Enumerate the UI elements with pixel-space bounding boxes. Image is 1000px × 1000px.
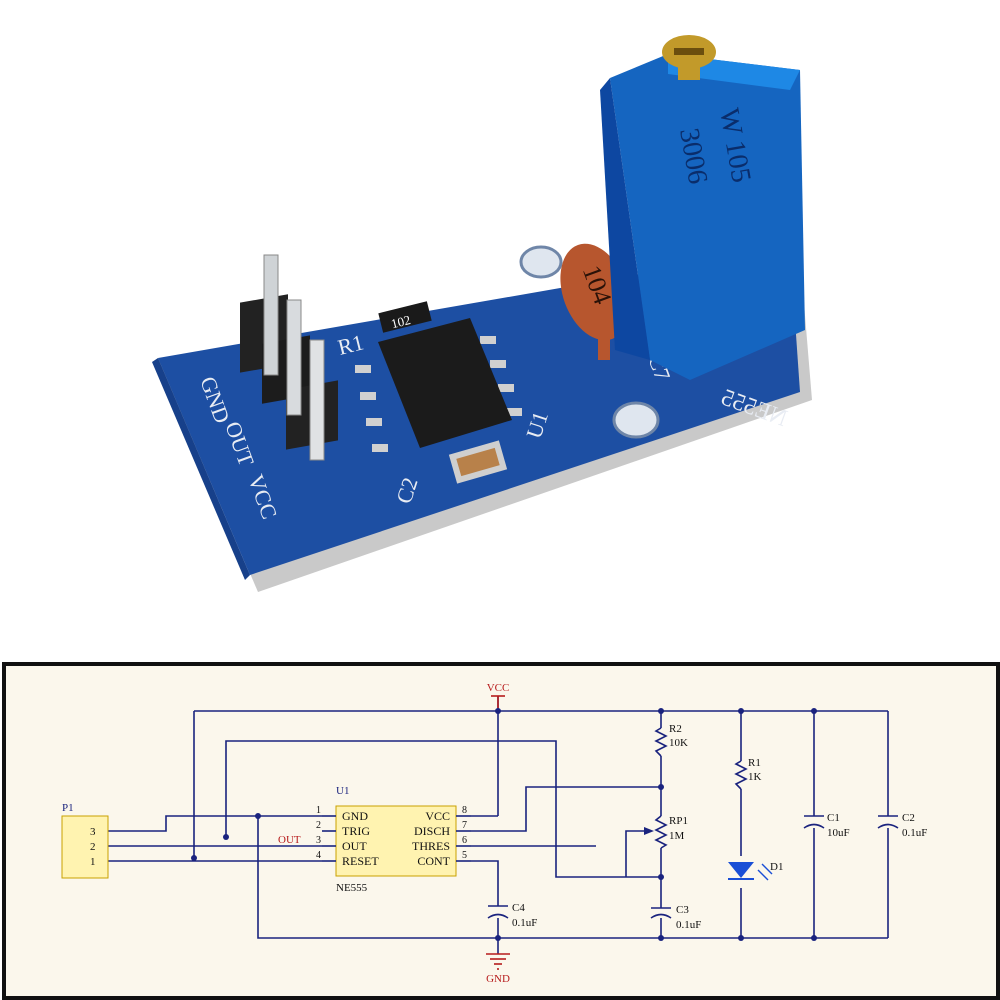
- r1-resistor: [734, 760, 748, 790]
- p1-pin-2: 2: [90, 841, 96, 853]
- ic-pin-reset: RESET: [342, 854, 379, 868]
- pin-header: [240, 254, 338, 461]
- ic-pin-num-5: 5: [462, 850, 467, 861]
- cap-leg: [598, 332, 610, 360]
- rp1-ref: RP1: [669, 815, 688, 827]
- module-photo: GND OUT VCC 102 R1 C2 U1 104 C7 W 105 30…: [152, 35, 812, 592]
- rp1-wiper-arrow: [644, 827, 654, 835]
- silk-r1: R1: [335, 329, 366, 359]
- c4-value: 0.1uF: [512, 917, 537, 929]
- trimmer-potentiometer: [600, 35, 805, 380]
- ic-pin-thres: THRES: [412, 839, 450, 853]
- ic-pin-num-7: 7: [462, 820, 467, 831]
- ic-body: [335, 805, 457, 877]
- c1-value: 10uF: [827, 827, 850, 839]
- c2-value: 0.1uF: [902, 827, 927, 839]
- p1-pin-1: 1: [90, 856, 96, 868]
- d1-ref: D1: [770, 861, 783, 873]
- rp1-value: 1M: [669, 830, 685, 842]
- p1-ref: P1: [62, 802, 74, 814]
- ic-pin-disch: DISCH: [414, 824, 450, 838]
- net-out-label: OUT: [278, 834, 301, 846]
- junctions: [191, 708, 817, 941]
- c4-ref: C4: [512, 902, 525, 914]
- c4-capacitor: [487, 905, 509, 919]
- r2-resistor: [654, 727, 668, 757]
- c2-capacitor: [877, 815, 899, 829]
- c2-ref: C2: [902, 812, 915, 824]
- c3-capacitor: [650, 907, 672, 919]
- schematic-frame: P1 3 2 1 OUT U1 1 2 3 4 8 7 6 5 GND TRIG…: [2, 662, 1000, 1000]
- mount-hole: [612, 401, 660, 439]
- vcc-symbol: [491, 695, 505, 708]
- p1-pin-3: 3: [90, 826, 96, 838]
- ic-part: NE555: [336, 882, 368, 894]
- wires: [108, 696, 889, 954]
- ic-pin-num-4: 4: [316, 850, 321, 861]
- ic-pin-cont: CONT: [417, 854, 450, 868]
- r1-value: 1K: [748, 771, 762, 783]
- smd-resistor: [378, 301, 432, 333]
- ic-pin-num-3: 3: [316, 835, 321, 846]
- smd-capacitor: [448, 440, 508, 484]
- ic-ref: U1: [336, 785, 349, 797]
- rp1-potentiometer: [654, 815, 668, 849]
- ne555-schematic: P1 3 2 1 OUT U1 1 2 3 4 8 7 6 5 GND TRIG…: [61, 682, 927, 985]
- ic-pin-num-2: 2: [316, 820, 321, 831]
- ic-pin-trig: TRIG: [342, 824, 370, 838]
- c1-ref: C1: [827, 812, 840, 824]
- ic-pin-num-1: 1: [316, 805, 321, 816]
- r2-value: 10K: [669, 737, 688, 749]
- c3-ref: C3: [676, 904, 689, 916]
- connector-p1: [61, 815, 109, 879]
- ic-pin-out: OUT: [342, 839, 367, 853]
- c1-capacitor: [803, 815, 825, 829]
- resistor-code: 102: [389, 312, 412, 331]
- gnd-label: GND: [486, 973, 510, 985]
- ic-pin-num-8: 8: [462, 805, 467, 816]
- ne555-chip: [355, 318, 522, 452]
- r2-ref: R2: [669, 723, 682, 735]
- mount-hole: [519, 245, 563, 279]
- vcc-label: VCC: [487, 682, 510, 694]
- ic-pin-vcc: VCC: [425, 809, 450, 823]
- gnd-symbol: [486, 953, 510, 970]
- pcb-shade: [152, 358, 250, 580]
- c3-value: 0.1uF: [676, 919, 701, 931]
- r1-ref: R1: [748, 757, 761, 769]
- d1-led: [728, 862, 773, 881]
- ic-pin-gnd: GND: [342, 809, 368, 823]
- ic-pin-num-6: 6: [462, 835, 467, 846]
